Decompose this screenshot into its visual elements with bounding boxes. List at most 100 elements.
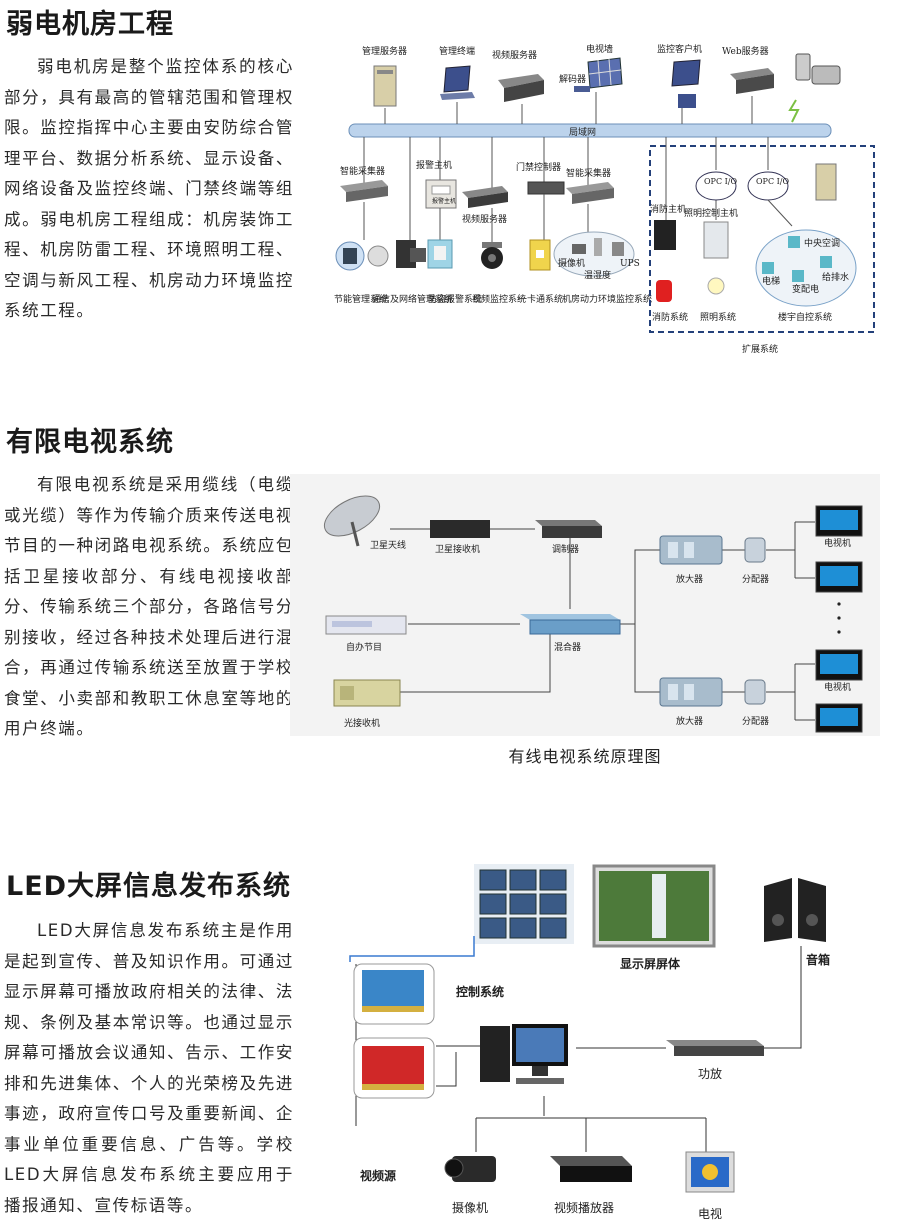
svg-text:功放: 功放 xyxy=(698,1066,722,1081)
svg-text:光接收机: 光接收机 xyxy=(344,717,380,729)
svg-text:自办节目: 自办节目 xyxy=(346,641,382,653)
svg-text:电视墙: 电视墙 xyxy=(586,43,613,55)
cable-tv-diagram: 卫星天线 卫星接收机 调制器 自办节目 混合器 光接收机 放大器 分配器 xyxy=(290,474,880,736)
display-screen: 显示屏屏体 xyxy=(592,864,716,971)
bottom-label-alarm: 防盗报警系统 xyxy=(428,293,482,305)
bottom-icon-energy xyxy=(335,202,389,271)
svg-text:放大器: 放大器 xyxy=(676,573,703,585)
top-device-mgmt-server: 管理服务器 xyxy=(362,45,407,124)
control-computer xyxy=(480,1024,568,1084)
svg-text:电视: 电视 xyxy=(698,1206,722,1221)
svg-text:报警主机: 报警主机 xyxy=(416,159,452,171)
svg-text:给排水: 给排水 xyxy=(822,271,849,283)
svg-text:门禁控制器: 门禁控制器 xyxy=(516,161,561,173)
mid-device-access-controller: 门禁控制器 xyxy=(516,137,565,195)
speakers: 音箱 xyxy=(764,878,830,967)
amplifier-1: 放大器 xyxy=(659,535,723,585)
svg-text:摄像机: 摄像机 xyxy=(452,1200,488,1215)
svg-text:报警主机: 报警主机 xyxy=(432,197,456,205)
svg-text:解码器: 解码器 xyxy=(559,73,586,85)
ext-opc-1: OPC I/O xyxy=(695,137,737,201)
svg-text:音箱: 音箱 xyxy=(806,952,830,967)
section-text-cable-tv: 有限电视系统是采用缆线（电缆或光缆）等作为传输介质来传送电视节目的一种闭路电视系… xyxy=(4,475,294,738)
svg-text:消防系统: 消防系统 xyxy=(652,311,688,323)
svg-text:楼宇自控系统: 楼宇自控系统 xyxy=(778,311,832,323)
section-text-led: LED大屏信息发布系统主是作用是起到宣传、普及知识作用。可通过显示屏幕可播放政府… xyxy=(4,921,294,1215)
svg-text:混合器: 混合器 xyxy=(554,641,581,653)
svg-text:中央空调: 中央空调 xyxy=(804,237,840,249)
svg-text:视频服务器: 视频服务器 xyxy=(492,49,537,61)
svg-text:UPS: UPS xyxy=(620,259,640,269)
mid-device-collector-1: 智能采集器 xyxy=(340,137,388,202)
top-device-web-server: Web服务器 xyxy=(722,45,774,124)
bottom-label-env: 机房动力环境监控系统 xyxy=(562,293,652,305)
bottom-icon-alarm xyxy=(427,208,453,269)
extension-label: 扩展系统 xyxy=(742,343,778,355)
bottom-icon-card xyxy=(529,194,551,271)
top-device-tv-wall: 电视墙 解码器 xyxy=(559,43,623,124)
ext-fire-host: 消防主机 消防系统 xyxy=(650,137,688,323)
ext-light-host: 照明控制主机 照明系统 xyxy=(684,176,738,323)
modulator: 调制器 xyxy=(535,520,602,555)
control-card-2 xyxy=(353,1037,435,1099)
svg-text:视频服务器: 视频服务器 xyxy=(462,213,507,225)
svg-text:分配器: 分配器 xyxy=(742,716,769,727)
video-source-label: 视频源 xyxy=(360,1168,396,1183)
bottom-icon-env: 摄像机 温湿度 UPS xyxy=(553,204,640,281)
top-device-mgmt-terminal: 管理终端 xyxy=(439,45,475,124)
control-card-1 xyxy=(353,963,435,1025)
control-system-label: 控制系统 xyxy=(456,984,504,999)
mixer: 混合器 xyxy=(520,614,621,653)
mid-device-alarm-host: 报警主机 报警主机 xyxy=(416,137,457,209)
section-title-machine-room: 弱电机房工程 xyxy=(6,9,174,40)
svg-text:电梯: 电梯 xyxy=(762,275,780,287)
local-program: 自办节目 xyxy=(325,615,407,653)
svg-text:智能采集器: 智能采集器 xyxy=(566,167,611,179)
svg-text:智能采集器: 智能采集器 xyxy=(340,165,385,177)
lan-bus xyxy=(348,123,832,138)
bottom-label-network: 通信及网络管理系统 xyxy=(372,293,453,305)
bottom-label-video: 视频监控系统 xyxy=(472,293,526,305)
svg-text:OPC I/O: OPC I/O xyxy=(704,177,737,186)
bottom-icon-camera xyxy=(481,208,503,269)
power-amplifier: 功放 xyxy=(666,1040,764,1081)
splitter-2: 分配器 xyxy=(742,679,769,727)
svg-text:放大器: 放大器 xyxy=(676,715,703,727)
bottom-label-card: 一卡通系统 xyxy=(518,293,563,305)
bottom-icon-network xyxy=(396,137,426,268)
source-player: 视频播放器 xyxy=(550,1156,632,1215)
svg-text:照明系统: 照明系统 xyxy=(700,311,736,323)
lan-label: 局域网 xyxy=(569,126,596,138)
led-diagram: 显示屏屏体 音箱 控制系统 功放 xyxy=(336,856,866,1228)
svg-text:分配器: 分配器 xyxy=(742,574,769,585)
svg-text:OPC I/O: OPC I/O xyxy=(756,177,789,186)
svg-text:监控客户机: 监控客户机 xyxy=(657,43,702,55)
svg-text:卫星接收机: 卫星接收机 xyxy=(435,543,480,555)
extension-box xyxy=(649,145,875,333)
svg-text:调制器: 调制器 xyxy=(552,543,579,555)
led-module-grid xyxy=(474,864,574,944)
top-device-phones xyxy=(788,53,841,123)
svg-text:卫星天线: 卫星天线 xyxy=(370,539,406,551)
svg-text:Web服务器: Web服务器 xyxy=(722,45,769,57)
section-title-led: LED大屏信息发布系统 xyxy=(6,871,292,902)
tv-group-2: 电视机 xyxy=(815,649,863,733)
bottom-label-energy: 节能管理系统 xyxy=(334,293,388,305)
section-text-machine-room: 弱电机房是整个监控体系的核心部分，具有最高的管辖范围和管理权限。监控指挥中心主要… xyxy=(4,57,294,320)
tv-group-1: 电视机 xyxy=(815,505,863,634)
svg-text:变配电: 变配电 xyxy=(792,283,819,295)
svg-text:温湿度: 温湿度 xyxy=(584,269,611,281)
svg-text:管理终端: 管理终端 xyxy=(439,45,475,57)
optical-receiver: 光接收机 xyxy=(333,679,401,729)
svg-text:管理服务器: 管理服务器 xyxy=(362,45,407,57)
svg-text:摄像机: 摄像机 xyxy=(558,257,585,269)
svg-text:电视机: 电视机 xyxy=(824,681,851,693)
svg-text:照明控制主机: 照明控制主机 xyxy=(684,207,738,219)
machine-room-diagram: 局域网 管理服务器 管理终端 视频服务器 电视墙 解码器 监控客户机 xyxy=(322,40,882,360)
satellite-dish: 卫星天线 xyxy=(323,495,406,551)
satellite-receiver: 卫星接收机 xyxy=(430,520,490,555)
mid-device-video-server: 视频服务器 xyxy=(462,137,508,225)
source-camera: 摄像机 xyxy=(444,1156,496,1215)
mid-device-collector-2: 智能采集器 xyxy=(566,137,614,204)
svg-text:显示屏屏体: 显示屏屏体 xyxy=(620,956,681,971)
